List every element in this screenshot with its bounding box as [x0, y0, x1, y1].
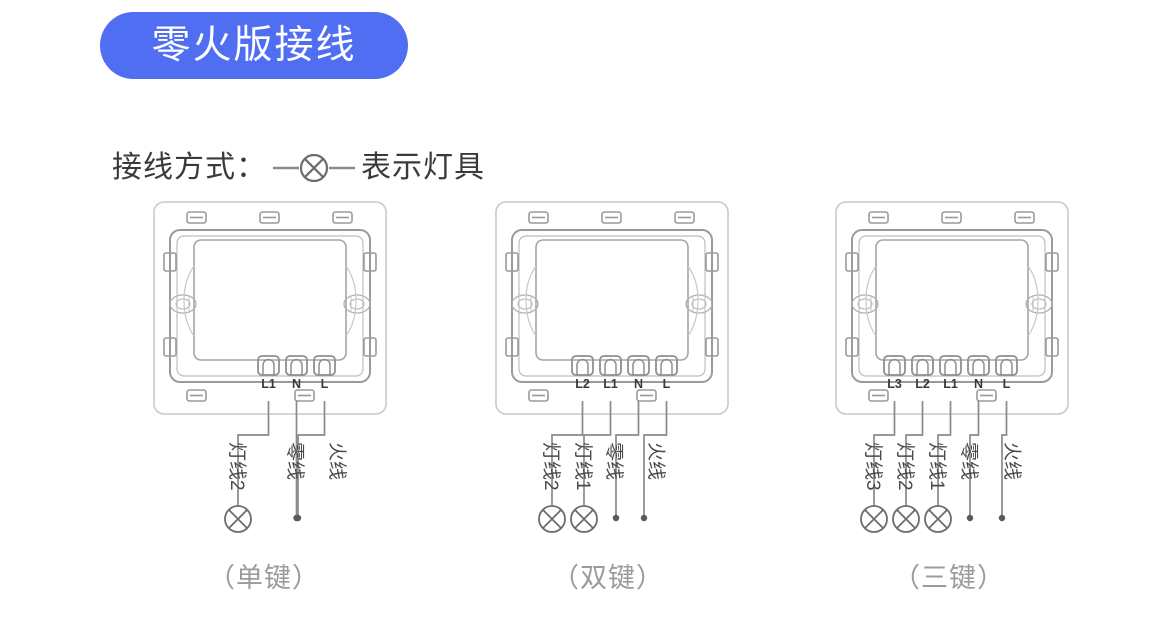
terminal-label: L1	[261, 377, 276, 391]
lamp-symbol-icon	[570, 505, 598, 533]
wire-label: 灯线2	[894, 442, 915, 491]
terminal-port	[571, 355, 594, 376]
terminal-label: L2	[915, 377, 930, 391]
terminal-port	[939, 355, 962, 376]
terminal-port	[285, 355, 308, 376]
terminal-label: L2	[575, 377, 590, 391]
lamp-symbol-icon	[892, 505, 920, 533]
terminal-label: L	[663, 377, 671, 391]
diagram-triple-gang: L3 L2 L1 N L	[832, 196, 1132, 556]
wires	[551, 401, 668, 518]
diagram-single-gang: L1 N L 灯线2 零线	[150, 196, 450, 556]
terminal-port	[995, 355, 1018, 376]
terminal-label: L1	[603, 377, 618, 391]
terminal-port	[911, 355, 934, 376]
lamp-symbol-icon	[224, 505, 252, 533]
wire-label: 火线	[1001, 442, 1022, 481]
wire-endpoint-dot	[640, 514, 648, 522]
lamp-symbol-icon	[860, 505, 888, 533]
diagram-caption: （双键）	[552, 563, 664, 593]
lamp-symbol-icon	[273, 153, 355, 183]
terminal-label: N	[292, 377, 301, 391]
wires	[237, 401, 326, 518]
terminal-port	[313, 355, 336, 376]
legend-suffix-label: 表示灯具	[361, 151, 485, 184]
wire-label: 灯线2	[540, 442, 561, 491]
diagram-caption: （三键）	[893, 563, 1005, 593]
terminal-ports	[257, 355, 336, 376]
wire-endpoint-dot	[612, 514, 620, 522]
wire-endpoint-dot	[294, 514, 302, 522]
page-title-badge: 零火版接线	[100, 12, 408, 79]
legend-prefix-label: 接线方式：	[112, 151, 267, 184]
wire-label: 灯线1	[926, 442, 947, 491]
terminal-port	[599, 355, 622, 376]
terminal-port	[967, 355, 990, 376]
lamp-symbol-icon	[924, 505, 952, 533]
terminal-port	[257, 355, 280, 376]
switch-body-single: L1 N L	[153, 201, 387, 533]
terminal-port	[655, 355, 678, 376]
terminal-label: N	[634, 377, 643, 391]
switch-body-double: L2 L1 N L	[495, 201, 729, 533]
switch-body-triple: L3 L2 L1 N L	[835, 201, 1069, 533]
wire-label: 零线	[284, 442, 305, 481]
wire-label: 灯线2	[226, 442, 247, 491]
terminal-label: L3	[887, 377, 902, 391]
wire-endpoint-dot	[998, 514, 1006, 522]
terminal-ports	[883, 355, 1018, 376]
wire-endpoint-dot	[966, 514, 974, 522]
wire-label: 零线	[958, 442, 979, 481]
terminal-label: L1	[943, 377, 958, 391]
wire-label: 零线	[603, 442, 624, 481]
wire-label: 灯线3	[862, 442, 883, 491]
terminal-ports	[571, 355, 678, 376]
terminal-label: L	[1003, 377, 1011, 391]
terminal-label: N	[974, 377, 983, 391]
terminal-port	[627, 355, 650, 376]
legend-row: 接线方式： 表示灯具	[112, 148, 485, 188]
diagram-caption: （单键）	[208, 563, 320, 593]
wires	[873, 401, 1008, 518]
wire-label: 火线	[645, 442, 666, 481]
terminal-label: L	[321, 377, 329, 391]
wire-label: 灯线1	[572, 442, 593, 491]
wire-label: 火线	[326, 442, 347, 481]
diagram-double-gang: L2 L1 N L 灯线2	[492, 196, 792, 556]
lamp-symbol-icon	[538, 505, 566, 533]
page-title-text: 零火版接线	[151, 24, 357, 67]
terminal-port	[883, 355, 906, 376]
